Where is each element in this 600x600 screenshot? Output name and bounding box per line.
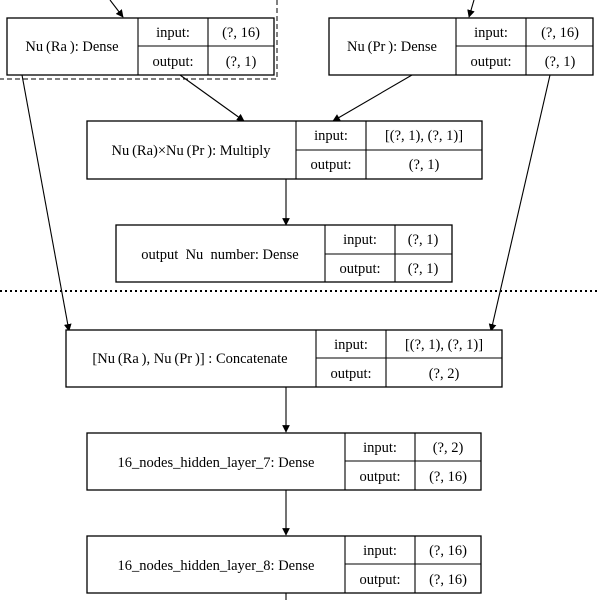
input-label: input: [334,337,368,353]
input-shape: [(?, 1), (?, 1)] [385,128,463,144]
output-shape: (?, 1) [226,54,257,70]
output-label: output: [330,366,371,382]
node-title: output Nu number: Dense [141,247,298,263]
output-label: output: [152,54,193,70]
node-title: Nu (Ra)×Nu (Pr ): Multiply [111,143,271,159]
output-shape: (?, 1) [408,261,439,277]
output-shape: (?, 1) [545,54,576,70]
input-label: input: [314,128,348,144]
input-label: input: [363,440,397,456]
node-hidden-layer-8[interactable]: 16_nodes_hidden_layer_8: Dense input: (?… [86,535,482,594]
node-output-nu-number[interactable]: output Nu number: Dense input: (?, 1) ou… [115,224,453,283]
input-shape: (?, 2) [433,440,464,456]
output-shape: (?, 2) [429,366,460,382]
input-label: input: [474,25,508,41]
output-label: output: [470,54,511,70]
edge-nu-pr-multiply [332,74,413,122]
edges [21,0,551,600]
node-title: 16_nodes_hidden_layer_7: Dense [118,455,315,471]
output-shape: (?, 16) [429,469,467,485]
input-shape: (?, 16) [222,25,260,41]
node-multiply[interactable]: Nu (Ra)×Nu (Pr ): Multiply input: [(?, 1… [86,120,483,180]
input-label: input: [343,232,377,248]
output-shape: (?, 1) [409,157,440,173]
input-shape: (?, 16) [541,25,579,41]
output-shape: (?, 16) [429,572,467,588]
node-title: Nu (Pr ): Dense [347,39,437,55]
node-title: 16_nodes_hidden_layer_8: Dense [118,558,315,574]
node-hidden-layer-7[interactable]: 16_nodes_hidden_layer_7: Dense input: (?… [86,432,482,491]
node-nu-pr[interactable]: Nu (Pr ): Dense input: (?, 16) output: (… [328,17,594,76]
output-label: output: [339,261,380,277]
input-label: input: [156,25,190,41]
output-label: output: [359,469,400,485]
node-concatenate[interactable]: [Nu (Ra ), Nu (Pr )] : Concatenate input… [65,329,503,388]
dashed-selection-border [0,0,278,80]
node-title: Nu (Ra ): Dense [25,39,118,55]
output-label: output: [310,157,351,173]
output-label: output: [359,572,400,588]
input-shape: (?, 1) [408,232,439,248]
edge-incoming-nu-pr [467,0,475,18]
edge-nu-ra-multiply [179,74,245,122]
edge-incoming-nu-ra [109,0,124,18]
input-label: input: [363,543,397,559]
edge-nu-ra-concat [21,74,72,332]
node-nu-ra[interactable]: Nu (Ra ): Dense input: (?, 16) output: (… [6,17,275,76]
edge-nu-pr-concat [488,74,551,332]
node-title: [Nu (Ra ), Nu (Pr )] : Concatenate [92,351,287,367]
input-shape: [(?, 1), (?, 1)] [405,337,483,353]
input-shape: (?, 16) [429,543,467,559]
